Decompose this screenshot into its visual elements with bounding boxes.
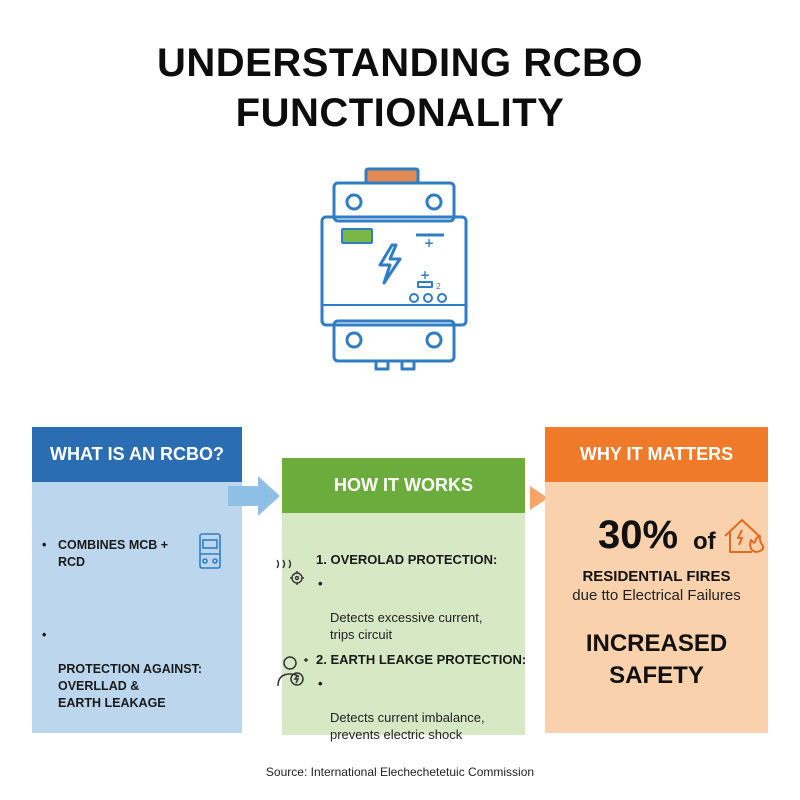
panel-what-is: WHAT IS AN RCBO? — [32, 427, 242, 733]
device-small-label: 2 — [436, 282, 441, 291]
how-step-1-desc-text: Detects excessive current, trips circuit — [330, 610, 483, 642]
panel-what-is-body — [32, 482, 242, 733]
how-step-2-title: 2. EARTH LEAKGE PROTECTION: — [316, 652, 527, 667]
mini-breaker-icon — [199, 533, 221, 569]
panel-how-body — [282, 513, 525, 735]
house-fire-icon — [724, 519, 765, 553]
rcbo-device-icon: + + 2 — [320, 167, 468, 371]
arrow-right-icon — [228, 476, 280, 516]
panel-how-heading: HOW IT WORKS — [282, 458, 525, 513]
how-step-1-desc: • Detects excessive current, trips circu… — [318, 575, 518, 660]
panel-why-heading: WHY IT MATTERS — [545, 427, 768, 482]
panel-why-body — [545, 482, 768, 733]
how-step-2-desc: • Detects current imbalance, prevents el… — [318, 675, 518, 760]
how-step-1-title: 1. OVEROLAD PROTECTION: — [316, 552, 498, 567]
panel-why-it-matters: WHY IT MATTERS — [545, 427, 768, 733]
device-plus-top: + — [424, 236, 434, 250]
what-bullet-2: • PROTECTION AGAINST: OVERLLAD & EARTH L… — [42, 627, 232, 729]
stat-line-2: due tto Electrical Failures — [572, 587, 741, 604]
stat-of: of — [693, 528, 716, 555]
device-plus-mid: + — [420, 268, 430, 282]
stat-line-1: RESIDENTIAL FIRES — [582, 568, 731, 585]
title-line-1: UNDERSTANDING RCBO — [156, 41, 644, 85]
source-citation: Source: International Elechechetetuic Co… — [265, 765, 535, 779]
how-step-2-desc-text: Detects current imbalance, prevents elec… — [330, 710, 485, 742]
heat-gear-icon — [276, 559, 304, 585]
title-line-2: FUNCTIONALITY — [235, 91, 565, 135]
stat-value: 30% — [598, 513, 679, 557]
what-bullet-1: • COMBINES MCB + RCD — [42, 537, 192, 571]
what-bullet-2-text: PROTECTION AGAINST: OVERLLAD & EARTH LEA… — [58, 662, 202, 710]
person-shock-icon — [277, 656, 308, 687]
increased-safety: INCREASED SAFETY — [585, 630, 728, 689]
what-bullet-1-text: COMBINES MCB + RCD — [58, 538, 169, 569]
arrow-right-icon — [530, 486, 548, 510]
page-title: UNDERSTANDING RCBO FUNCTIONALITY — [0, 38, 800, 138]
panel-how-it-works: HOW IT WORKS — [282, 458, 525, 735]
panel-what-is-heading: WHAT IS AN RCBO? — [32, 427, 242, 482]
